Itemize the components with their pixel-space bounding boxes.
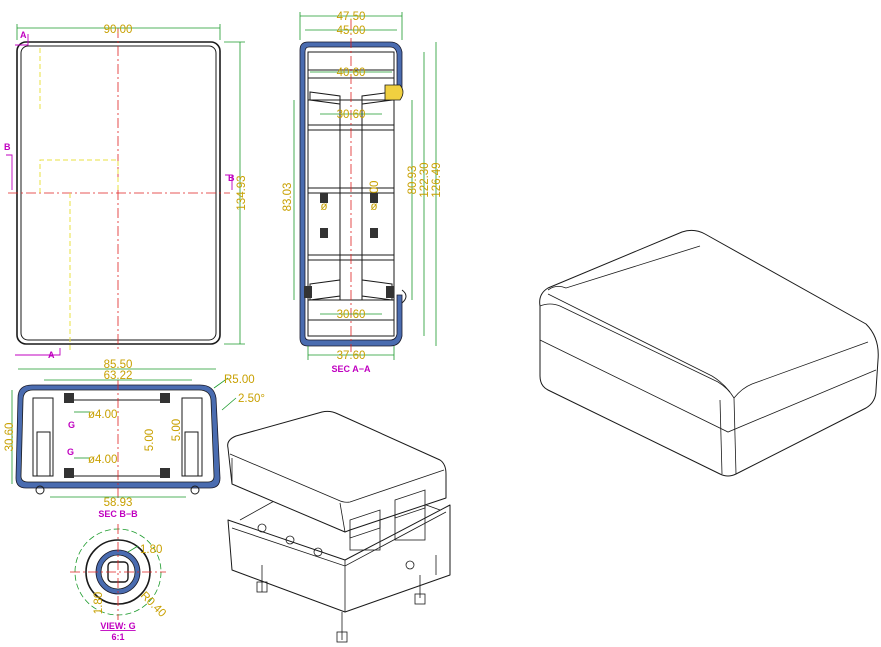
bb-dim-draft: 2.50° [238, 393, 265, 405]
aa-dim-30-60-top: 30.60 [337, 109, 366, 121]
section-mark-b-right: B [228, 173, 235, 183]
front-height-dim: 134.93 [236, 175, 248, 210]
bb-dim-58-93: 58.93 [104, 497, 133, 509]
detail-mark-g-bottom: G [67, 447, 74, 457]
section-a-a: 47.50 45.00 40.60 30.60 30.60 37.60 ø ø … [282, 11, 443, 374]
section-mark-b-left: B [4, 142, 11, 152]
aa-dim-47-50: 47.50 [337, 11, 366, 23]
view-g-dim-1-80-a: 1.80 [140, 544, 162, 556]
front-view: A A B B 90.00 134.93 [4, 24, 248, 360]
aa-dim-30-60-bottom: 30.60 [337, 309, 366, 321]
aa-hole-left: ø [320, 201, 327, 213]
aa-dim-37-60: 37.60 [337, 350, 366, 362]
bb-boss-right: 5.00 [171, 419, 183, 441]
aa-dim-83-03: 83.03 [282, 183, 294, 212]
aa-dim-45-00: 45.00 [337, 25, 366, 37]
screw [256, 555, 437, 643]
aa-dim-122-30: 122.30 [419, 162, 431, 197]
bb-dim-r5: R5.00 [224, 374, 255, 386]
exploded-isometric-view [227, 410, 451, 643]
assembled-isometric-view [539, 229, 879, 477]
front-width-dim: 90.00 [104, 24, 133, 36]
aa-dim-80-93: 80.93 [407, 166, 419, 195]
bb-hole-top: ø4.00 [88, 409, 117, 421]
bb-dim-63-22: 63.22 [104, 370, 133, 382]
section-bb-title: SEC B−B [98, 509, 138, 519]
aa-dim-126-49: 126.49 [431, 162, 443, 197]
aa-partial-value: 00 [369, 181, 381, 194]
bb-dim-85-50: 85.50 [104, 359, 133, 371]
view-g-dim-r0-40: R0.40 [138, 590, 168, 620]
aa-dim-40-60: 40.60 [337, 67, 366, 79]
view-g-title: VIEW: G [100, 621, 135, 631]
section-aa-title: SEC A−A [332, 364, 371, 374]
aa-hole-right: ø [370, 201, 377, 213]
section-mark-a-bottom: A [48, 350, 55, 360]
view-g-dim-1-80-b: 1.80 [93, 592, 105, 614]
detail-mark-g-top: G [68, 420, 75, 430]
bb-dim-30-60: 30.60 [4, 423, 16, 452]
section-b-b: 85.50 63.22 58.93 30.60 R5.00 2.50° ø4.0… [4, 359, 265, 519]
bb-hole-bottom: ø4.00 [88, 454, 117, 466]
view-g-scale: 6:1 [111, 632, 124, 642]
section-mark-a-top: A [20, 30, 27, 40]
bb-boss-left: 5.00 [144, 429, 156, 451]
view-g: 1.80 1.80 R0.40 VIEW: G 6:1 [70, 524, 168, 642]
